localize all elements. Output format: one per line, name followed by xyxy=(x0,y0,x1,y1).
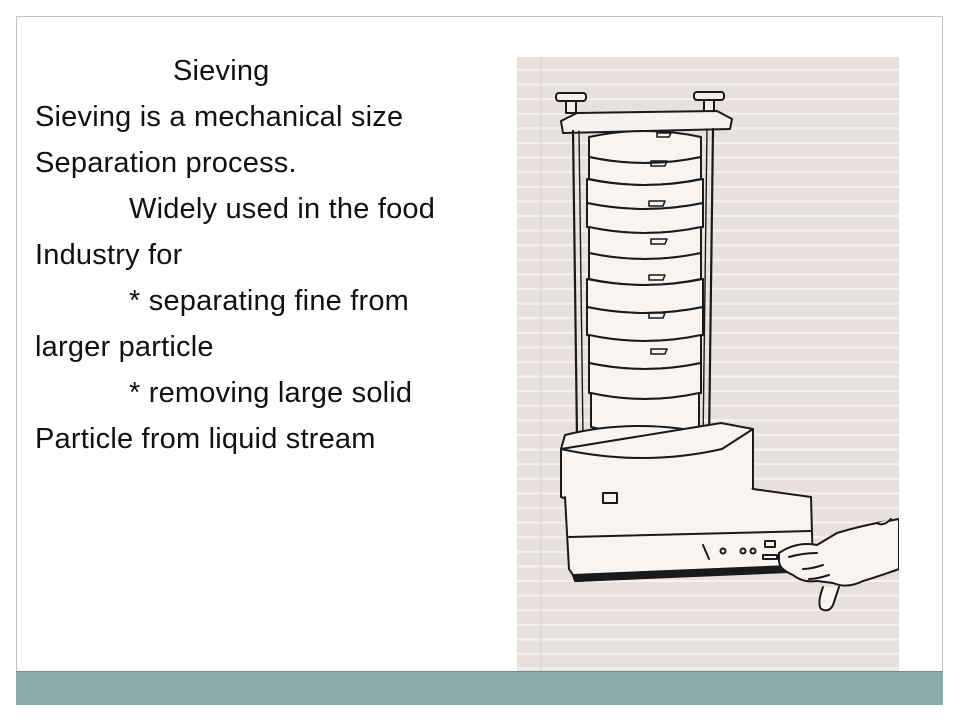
bullet-removing: * removing large solid xyxy=(129,377,413,409)
clamp-bar xyxy=(560,110,733,134)
sieve-shaker-illustration xyxy=(517,57,899,672)
control-panel xyxy=(702,540,789,560)
bullet-separating: * separating fine from xyxy=(129,285,410,317)
rod-right-inner xyxy=(702,128,708,443)
sieve-stack xyxy=(586,130,704,435)
hand-pressing-button-icon xyxy=(778,518,899,612)
housing-edge xyxy=(560,448,723,459)
body-seam xyxy=(568,530,812,538)
slide-text-block: Sieving Sieving is a mechanical size Sep… xyxy=(35,48,515,462)
rod-right xyxy=(707,127,715,444)
body-line-4: Industry for xyxy=(35,239,183,271)
body-line-3: Widely used in the food xyxy=(129,193,436,225)
body-line-1: Sieving is a mechanical size xyxy=(35,101,404,133)
bullet-removing-cont: Particle from liquid stream xyxy=(35,423,376,455)
indicator-light-icon xyxy=(602,492,618,504)
bullet-separating-cont: larger particle xyxy=(35,331,214,363)
rod-left-inner xyxy=(578,130,584,438)
body-line-2: Separation process. xyxy=(35,147,297,179)
housing-side-edge xyxy=(721,428,754,450)
rod-left xyxy=(571,129,579,439)
sieve-label-marks xyxy=(648,132,672,355)
footer-bar xyxy=(16,671,943,705)
top-knob-left-icon xyxy=(555,92,587,114)
slide-title: Sieving xyxy=(173,55,270,87)
